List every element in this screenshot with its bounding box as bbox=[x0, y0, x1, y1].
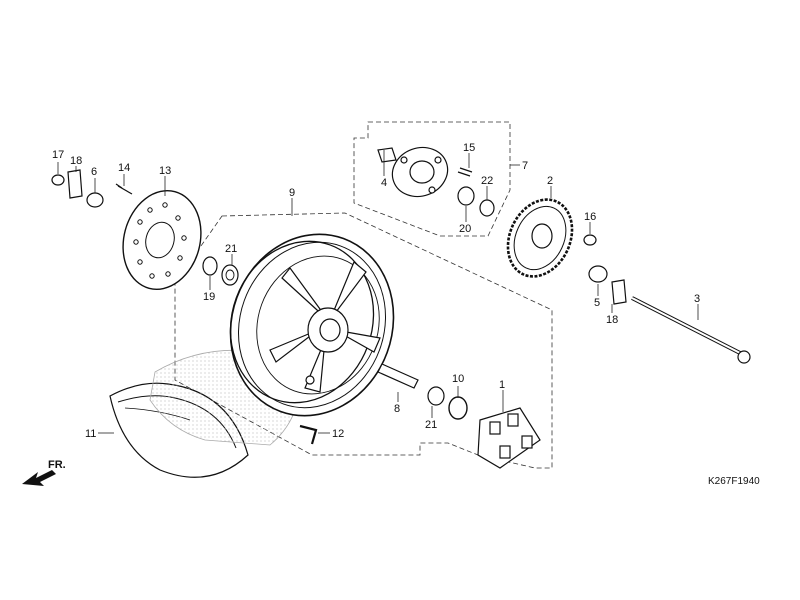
callout-13: 13 bbox=[159, 165, 171, 177]
valve-12-part bbox=[299, 424, 318, 445]
drawing-code: K267F1940 bbox=[708, 476, 760, 487]
callout-2: 2 bbox=[547, 175, 553, 187]
sprocket-part bbox=[506, 198, 574, 278]
callout-10: 10 bbox=[452, 373, 464, 385]
leader-lines bbox=[57, 150, 699, 434]
rear-wheel-part bbox=[229, 233, 395, 417]
callout-22: 22 bbox=[481, 175, 493, 187]
callout-7: 7 bbox=[522, 160, 528, 172]
callout-19: 19 bbox=[203, 291, 215, 303]
axle-part bbox=[631, 296, 751, 364]
damper-rubber-part bbox=[477, 407, 541, 469]
o-ring-10-part bbox=[448, 396, 468, 420]
callout-11: 11 bbox=[85, 428, 96, 440]
callout-16: 16 bbox=[584, 211, 596, 223]
nut-17-part bbox=[51, 174, 65, 186]
plate-18b-part bbox=[611, 279, 627, 305]
callout-21-right: 21 bbox=[425, 419, 437, 431]
hub-assembly-box bbox=[353, 121, 511, 237]
callout-17: 17 bbox=[52, 149, 64, 161]
callout-9: 9 bbox=[289, 187, 295, 199]
callout-15: 15 bbox=[463, 142, 475, 154]
callout-4: 4 bbox=[381, 177, 387, 189]
callout-14: 14 bbox=[118, 162, 130, 174]
callout-3: 3 bbox=[694, 293, 700, 305]
seal-22-part bbox=[479, 199, 495, 217]
collar-5-part bbox=[588, 265, 608, 283]
nut-16-part bbox=[583, 234, 597, 246]
bolt-14-part bbox=[115, 183, 133, 195]
callout-6: 6 bbox=[91, 166, 97, 178]
callout-1: 1 bbox=[499, 379, 505, 391]
callout-21-left: 21 bbox=[225, 243, 237, 255]
direction-label: FR. bbox=[48, 459, 66, 471]
callout-5: 5 bbox=[594, 297, 600, 309]
callout-18-right: 18 bbox=[606, 314, 618, 326]
collar-6-part bbox=[86, 192, 104, 208]
callout-18-left: 18 bbox=[70, 155, 82, 167]
callout-labels: 17 18 6 14 13 9 21 19 4 15 7 22 20 2 16 … bbox=[52, 142, 700, 440]
stud-15-part bbox=[457, 167, 473, 177]
callout-20: 20 bbox=[459, 223, 471, 235]
brake-disc-part bbox=[122, 190, 202, 290]
collar-4-part bbox=[377, 147, 397, 163]
spacer-8-part bbox=[377, 363, 419, 389]
driven-flange-part bbox=[391, 146, 449, 198]
seal-19-part bbox=[202, 256, 218, 276]
bearing-20-part bbox=[457, 186, 475, 206]
plate-18-part bbox=[67, 169, 83, 199]
bearing-21b-part bbox=[427, 386, 445, 406]
front-direction-arrow: FR. bbox=[22, 459, 66, 486]
callout-8: 8 bbox=[394, 403, 400, 415]
callout-12: 12 bbox=[332, 428, 344, 440]
